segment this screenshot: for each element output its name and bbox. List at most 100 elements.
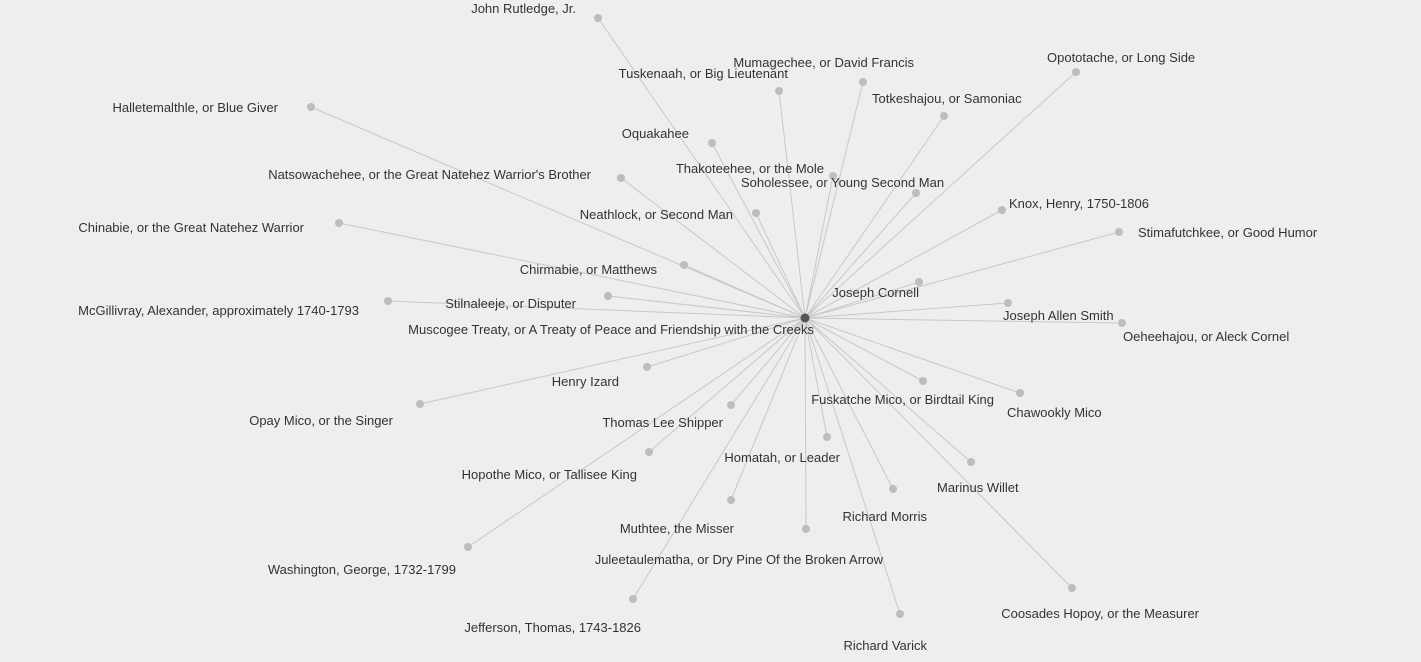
node-stilnaleeje[interactable] [604, 292, 612, 300]
node-jefferson[interactable] [629, 595, 637, 603]
node-chinabie[interactable] [335, 219, 343, 227]
node-soholessee[interactable] [912, 189, 920, 197]
node-oquakahee[interactable] [708, 139, 716, 147]
node-label-opototache[interactable]: Opototache, or Long Side [1047, 50, 1195, 65]
node-juleetaulematha[interactable] [802, 525, 810, 533]
node-chirmabie[interactable] [680, 261, 688, 269]
node-label-oeheehajou[interactable]: Oeheehajou, or Aleck Cornel [1123, 329, 1289, 344]
edge-jefferson [632, 317, 806, 600]
node-label-stimafutchkee[interactable]: Stimafutchkee, or Good Humor [1138, 225, 1318, 240]
node-label-chinabie[interactable]: Chinabie, or the Great Natehez Warrior [78, 220, 304, 235]
edge-washington [467, 317, 806, 548]
node-label-halletemalthle[interactable]: Halletemalthle, or Blue Giver [113, 100, 279, 115]
edge-halletemalthle [310, 106, 806, 319]
node-label-varick[interactable]: Richard Varick [843, 638, 927, 653]
node-label-washington[interactable]: Washington, George, 1732-1799 [268, 562, 456, 577]
node-label-juleetaulematha[interactable]: Juleetaulematha, or Dry Pine Of the Brok… [595, 552, 884, 567]
edge-oeheehajou [804, 317, 1123, 324]
node-label-chawookly[interactable]: Chawookly Mico [1007, 405, 1102, 420]
edge-hopothe [648, 317, 806, 453]
node-hopothe[interactable] [645, 448, 653, 456]
edge-smith [804, 302, 1009, 319]
node-fuskatche[interactable] [919, 377, 927, 385]
node-neathlock[interactable] [752, 209, 760, 217]
node-opototache[interactable] [1072, 68, 1080, 76]
edge-shipper [730, 317, 806, 406]
edge-soholessee [804, 192, 917, 319]
node-label-natsowachehee[interactable]: Natsowachehee, or the Great Natehez Warr… [268, 167, 591, 182]
node-homatah[interactable] [823, 433, 831, 441]
edge-thakoteehee [804, 175, 834, 319]
node-label-mumagechee[interactable]: Mumagechee, or David Francis [733, 55, 914, 70]
edge-cornell [804, 281, 920, 319]
node-label-homatah[interactable]: Homatah, or Leader [724, 450, 840, 465]
node-natsowachehee[interactable] [617, 174, 625, 182]
edge-muthtee [730, 317, 806, 501]
node-label-morris[interactable]: Richard Morris [842, 509, 927, 524]
node-izard[interactable] [643, 363, 651, 371]
edge-neathlock [755, 212, 806, 319]
node-label-izard[interactable]: Henry Izard [552, 374, 619, 389]
node-label-chirmabie[interactable]: Chirmabie, or Matthews [520, 262, 658, 277]
node-stimafutchkee[interactable] [1115, 228, 1123, 236]
edge-morris [804, 317, 894, 490]
edge-totkeshajou [804, 115, 945, 319]
node-knox[interactable] [998, 206, 1006, 214]
node-coosades[interactable] [1068, 584, 1076, 592]
node-muthtee[interactable] [727, 496, 735, 504]
node-label-fuskatche[interactable]: Fuskatche Mico, or Birdtail King [811, 392, 994, 407]
edge-natsowachehee [620, 177, 806, 319]
node-halletemalthle[interactable] [307, 103, 315, 111]
edge-opototache [804, 71, 1077, 319]
node-label-tuskenaah[interactable]: Tuskenaah, or Big Lieutenant [619, 66, 789, 81]
edge-mcgillivray [387, 300, 806, 319]
edge-chinabie [338, 222, 806, 319]
node-label-soholessee[interactable]: Soholessee, or Young Second Man [741, 175, 944, 190]
edge-mumagechee [804, 81, 864, 319]
node-label-opay[interactable]: Opay Mico, or the Singer [249, 413, 393, 428]
node-oeheehajou[interactable] [1118, 319, 1126, 327]
node-chawookly[interactable] [1016, 389, 1024, 397]
edge-homatah [804, 317, 828, 438]
node-opay[interactable] [416, 400, 424, 408]
node-label-shipper[interactable]: Thomas Lee Shipper [602, 415, 723, 430]
edge-willet [804, 317, 972, 463]
node-label-oquakahee[interactable]: Oquakahee [622, 126, 689, 141]
edge-stilnaleeje [607, 295, 806, 319]
node-label-stilnaleeje[interactable]: Stilnaleeje, or Disputer [445, 296, 576, 311]
node-label-willet[interactable]: Marinus Willet [937, 480, 1019, 495]
node-mumagechee[interactable] [859, 78, 867, 86]
node-label-rutledge[interactable]: John Rutledge, Jr. [471, 1, 576, 16]
edge-izard [646, 317, 806, 368]
node-smith[interactable] [1004, 299, 1012, 307]
node-treaty[interactable] [800, 313, 810, 323]
node-label-hopothe[interactable]: Hopothe Mico, or Tallisee King [462, 467, 637, 482]
edge-chawookly [804, 317, 1021, 394]
node-mcgillivray[interactable] [384, 297, 392, 305]
edge-juleetaulematha [804, 317, 807, 530]
node-label-neathlock[interactable]: Neathlock, or Second Man [580, 207, 733, 222]
node-willet[interactable] [967, 458, 975, 466]
node-thakoteehee[interactable] [829, 172, 837, 180]
node-label-knox[interactable]: Knox, Henry, 1750-1806 [1009, 196, 1149, 211]
node-rutledge[interactable] [594, 14, 602, 22]
node-label-smith[interactable]: Joseph Allen Smith [1003, 308, 1114, 323]
node-cornell[interactable] [915, 278, 923, 286]
edge-tuskenaah [778, 90, 806, 319]
node-label-cornell[interactable]: Joseph Cornell [832, 285, 919, 300]
node-washington[interactable] [464, 543, 472, 551]
node-label-thakoteehee[interactable]: Thakoteehee, or the Mole [676, 161, 824, 176]
node-label-mcgillivray[interactable]: McGillivray, Alexander, approximately 17… [78, 303, 359, 318]
node-totkeshajou[interactable] [940, 112, 948, 120]
node-shipper[interactable] [727, 401, 735, 409]
node-varick[interactable] [896, 610, 904, 618]
node-label-totkeshajou[interactable]: Totkeshajou, or Samoniac [872, 91, 1022, 106]
edge-coosades [804, 317, 1073, 589]
node-morris[interactable] [889, 485, 897, 493]
node-label-coosades[interactable]: Coosades Hopoy, or the Measurer [1001, 606, 1199, 621]
node-label-muthtee[interactable]: Muthtee, the Misser [620, 521, 735, 536]
node-tuskenaah[interactable] [775, 87, 783, 95]
node-label-treaty[interactable]: Muscogee Treaty, or A Treaty of Peace an… [408, 322, 814, 337]
node-label-jefferson[interactable]: Jefferson, Thomas, 1743-1826 [464, 620, 641, 635]
